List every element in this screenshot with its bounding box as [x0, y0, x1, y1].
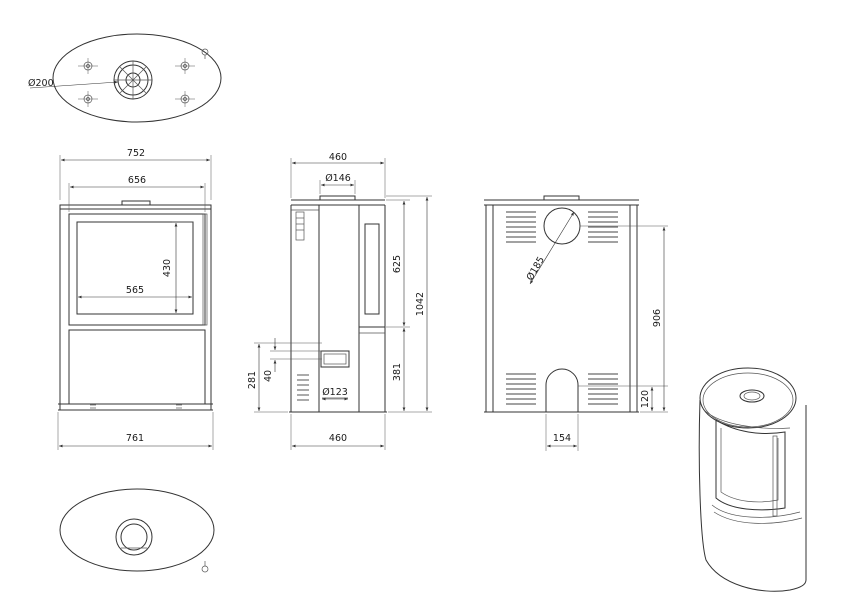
dim-rear-air-width: 154 — [553, 433, 571, 444]
front-view: 752 656 430 565 761 — [57, 148, 214, 450]
dim-front-top-width: 752 — [127, 148, 145, 159]
dim-glass-width: 565 — [126, 285, 144, 296]
dim-side-height-40: 40 — [263, 370, 274, 382]
dim-front-inner-width: 656 — [128, 175, 146, 186]
perspective-view — [698, 367, 807, 592]
dim-top-flue-diameter: Ø200 — [28, 78, 54, 89]
side-view: 460 Ø146 625 1042 381 281 40 Ø123 — [247, 152, 432, 450]
dim-side-height-281: 281 — [247, 371, 258, 389]
dim-side-height-381: 381 — [392, 363, 403, 381]
dim-front-base-width: 761 — [126, 433, 144, 444]
dim-side-total-height: 1042 — [415, 292, 426, 316]
dim-rear-flue-diameter: Ø185 — [525, 255, 547, 283]
dim-side-flue-diameter: Ø146 — [325, 173, 351, 184]
dim-side-height-625: 625 — [392, 255, 403, 273]
dim-rear-air-height: 120 — [640, 390, 651, 408]
rear-air-inlet — [545, 368, 579, 412]
dim-side-depth-bottom: 460 — [329, 433, 347, 444]
top-flue-collar — [113, 60, 153, 100]
rear-flue-outlet — [543, 207, 581, 245]
rear-bottom-vents — [506, 373, 618, 405]
dim-glass-height: 430 — [162, 259, 173, 277]
dim-side-depth-top: 460 — [329, 152, 347, 163]
top-view: Ø200 — [28, 33, 222, 123]
dim-side-air-diameter: Ø123 — [322, 387, 348, 398]
top-bolt-holes — [78, 58, 195, 107]
dim-rear-flue-height: 906 — [652, 309, 663, 327]
rear-view: Ø185 906 120 154 — [484, 195, 668, 451]
bottom-view — [59, 488, 215, 573]
rear-top-vents — [506, 211, 618, 243]
